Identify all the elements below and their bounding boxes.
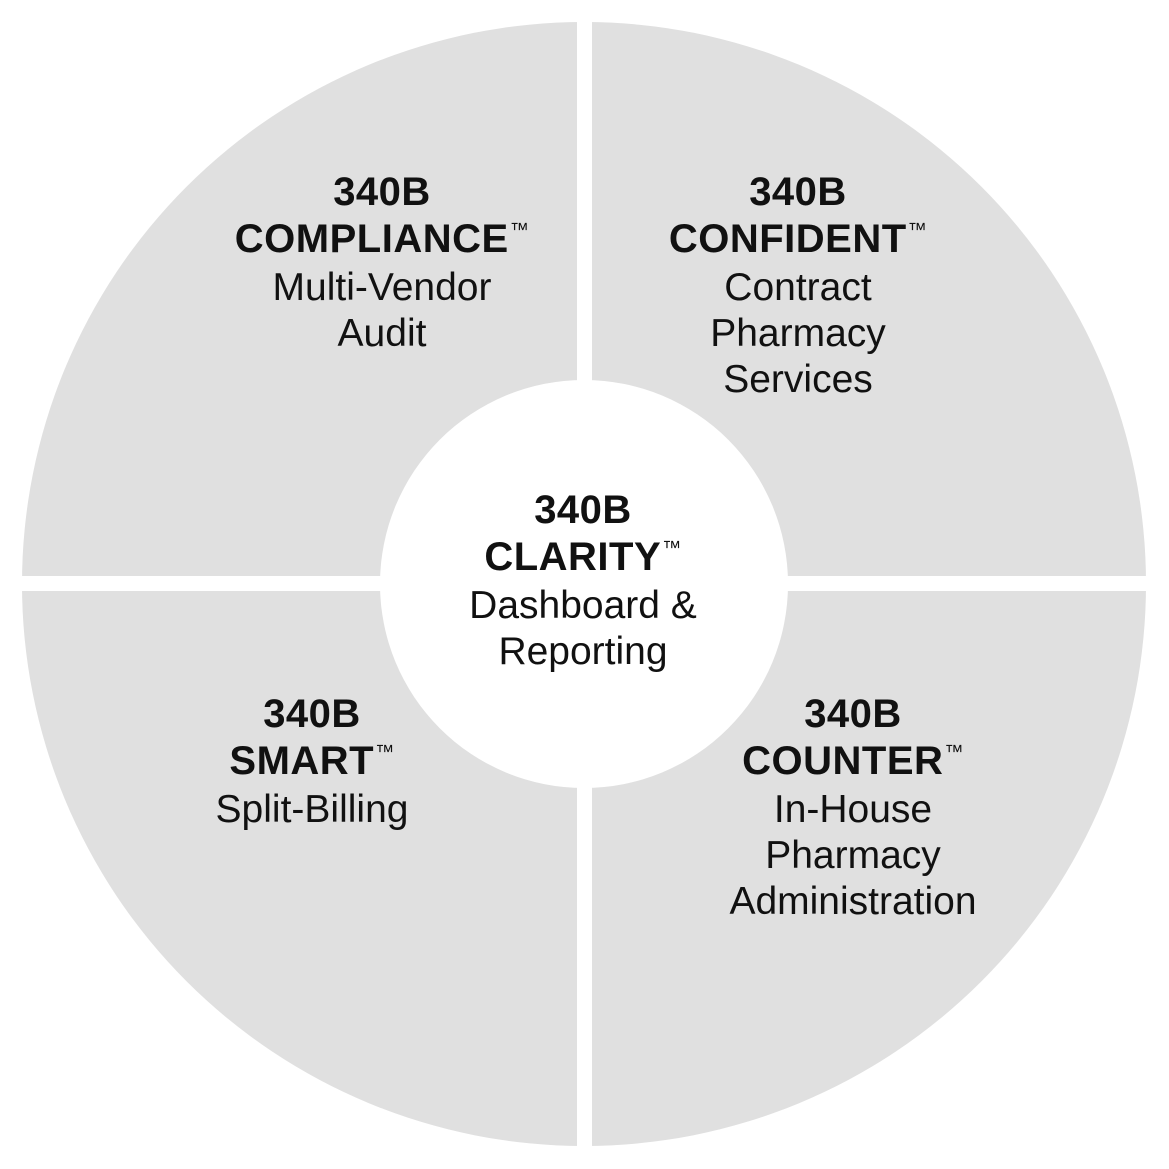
segment-name-text: COUNTER: [742, 739, 944, 783]
segment-description: Multi-Vendor Audit: [182, 265, 582, 357]
trademark-mark: ™: [375, 742, 395, 763]
segment-counter: 340B COUNTER™ In-House Pharmacy Administ…: [653, 694, 1053, 925]
description-line: Contract: [724, 266, 872, 309]
segment-confident: 340B CONFIDENT™ Contract Pharmacy Servic…: [598, 172, 998, 403]
trademark-mark: ™: [907, 220, 928, 241]
segment-name: COUNTER™: [653, 741, 1053, 781]
trademark-mark: ™: [662, 538, 682, 559]
trademark-mark: ™: [944, 742, 964, 763]
segment-description: In-House Pharmacy Administration: [653, 787, 1053, 925]
description-line: Audit: [337, 312, 427, 355]
segment-code: 340B: [333, 170, 431, 214]
segment-compliance: 340B COMPLIANCE™ Multi-Vendor Audit: [182, 172, 582, 357]
segment-name: SMART™: [112, 741, 512, 781]
center-code: 340B: [534, 488, 632, 532]
description-line: Multi-Vendor: [272, 266, 492, 309]
trademark-mark: ™: [509, 220, 530, 241]
segment-description: Contract Pharmacy Services: [598, 265, 998, 403]
description-line: Split-Billing: [215, 788, 409, 831]
segment-name: CONFIDENT™: [598, 219, 998, 259]
description-line: Dashboard &: [469, 584, 697, 627]
segment-name-text: SMART: [229, 739, 375, 783]
segment-code: 340B: [749, 170, 847, 214]
description-line: Pharmacy: [765, 834, 941, 877]
description-line: Reporting: [498, 630, 668, 673]
segment-description: Split-Billing: [112, 787, 512, 833]
segment-code: 340B: [804, 692, 902, 736]
center-name-text: CLARITY: [484, 535, 662, 579]
description-line: Services: [723, 358, 873, 401]
segment-name-text: CONFIDENT: [668, 217, 907, 261]
center-description: Dashboard & Reporting: [383, 583, 783, 675]
segment-code: 340B: [263, 692, 361, 736]
center-hub: [380, 380, 788, 788]
description-line: Pharmacy: [710, 312, 886, 355]
description-line: In-House: [773, 788, 933, 831]
center-clarity: 340B CLARITY™ Dashboard & Reporting: [383, 490, 783, 675]
description-line: Administration: [729, 880, 977, 923]
center-name: CLARITY™: [383, 537, 783, 577]
segment-name: COMPLIANCE™: [182, 219, 582, 259]
segment-smart: 340B SMART™ Split-Billing: [112, 694, 512, 833]
segment-name-text: COMPLIANCE: [234, 217, 509, 261]
